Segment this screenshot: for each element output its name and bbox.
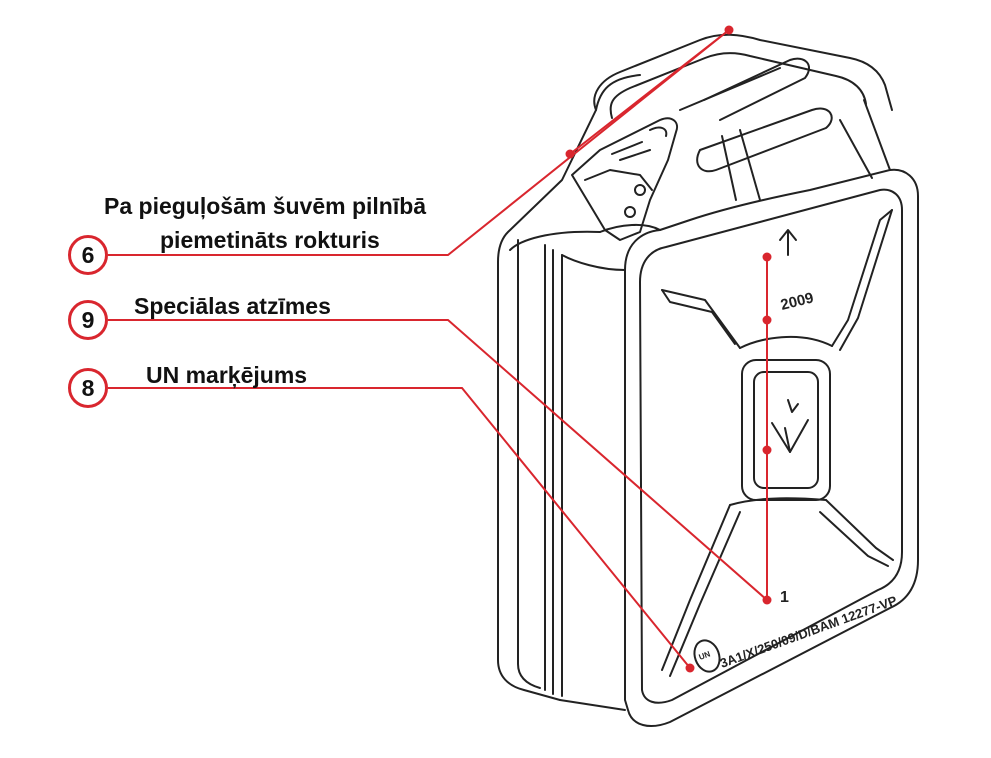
count-mark: 1 [780, 589, 789, 606]
leader-8 [108, 387, 691, 669]
side-outline [497, 74, 641, 701]
callout-label-6-line2: piemetināts rokturis [160, 227, 380, 253]
callout-badge-8: 8 [68, 368, 108, 408]
callout-badge-6: 6 [68, 235, 108, 275]
leader-9 [108, 319, 768, 601]
center-recess [741, 359, 831, 501]
dot-9-count [762, 595, 772, 605]
dot-9-year [762, 315, 772, 325]
dot-9-vmark [762, 445, 772, 455]
handle-bar-back [703, 57, 810, 121]
callout-label-8: UN marķējums [146, 362, 308, 388]
dot-6-top [724, 25, 734, 35]
un-code-mark: 3A1/X/250/09/D/BAM 12277-VP [718, 593, 899, 671]
leader-dots [565, 25, 772, 673]
front-bead [639, 188, 903, 704]
handle-frame [593, 33, 893, 111]
un-symbol-text: UN [698, 649, 712, 661]
dot-9-arrow [762, 252, 772, 262]
callout-label-6-line1: Pa pieguļošām šuvēm pilnībā [104, 193, 427, 219]
leader-6 [108, 29, 730, 256]
canister-body [497, 33, 919, 727]
handle-bar-front [696, 107, 833, 173]
dot-8-un [685, 663, 695, 673]
leader-lines [108, 29, 768, 669]
year-mark: 2009 [779, 289, 815, 314]
callout-label-9: Speciālas atzīmes [134, 293, 331, 319]
un-symbol-ring [693, 639, 721, 673]
side-seam [517, 239, 541, 689]
dot-6-weld [565, 149, 575, 159]
callout-badge-9: 9 [68, 300, 108, 340]
leader-6-branch [569, 29, 730, 155]
spout [571, 117, 678, 241]
x-emboss [661, 289, 741, 349]
